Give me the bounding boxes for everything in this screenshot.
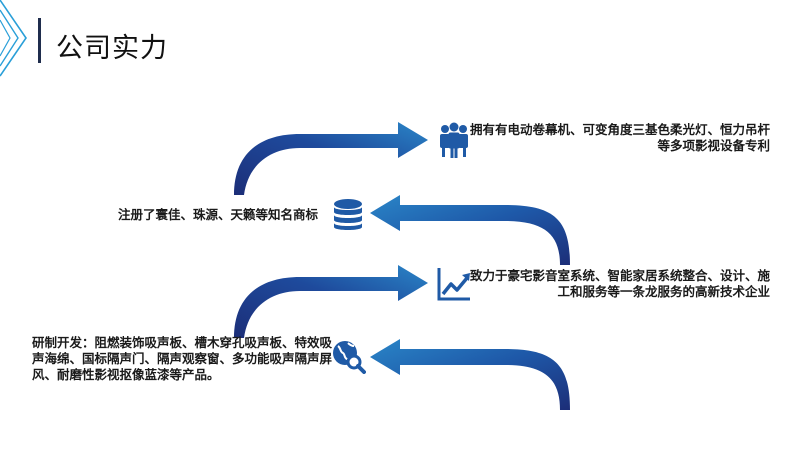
- text-line: 注册了寰佳、珠源、天籁等知名商标: [118, 207, 319, 222]
- text-line: 致力于豪宅影音室系统、智能家居系统整合、设计、施: [470, 268, 771, 283]
- people-icon: [436, 122, 472, 158]
- feature-text-patents: 拥有有电动卷幕机、可变角度三基色柔光灯、恒力吊杆 等多项影视设备专利: [470, 122, 770, 154]
- corner-chevron-decoration: [0, 0, 27, 77]
- text-line: 风、耐磨性影视抠像蓝漆等产品。: [32, 367, 220, 382]
- globe-search-icon: [330, 338, 366, 374]
- title-accent-bar: [38, 18, 41, 63]
- feature-text-products: 研制开发：阻燃装饰吸声板、槽木穿孔吸声板、特效吸 声海绵、国标隔声门、隔声观察窗…: [32, 335, 332, 383]
- arrow-2: [370, 195, 570, 265]
- text-line: 拥有有电动卷幕机、可变角度三基色柔光灯、恒力吊杆: [470, 122, 771, 137]
- feature-text-trademarks: 注册了寰佳、珠源、天籁等知名商标: [118, 207, 328, 223]
- growth-chart-icon: [436, 266, 472, 302]
- database-icon: [330, 197, 366, 233]
- arrow-4: [370, 339, 570, 410]
- text-line: 等多项影视设备专利: [657, 138, 770, 153]
- page-title: 公司实力: [56, 33, 168, 64]
- arrow-3: [234, 265, 428, 338]
- text-line: 声海绵、国标隔声门、隔声观察窗、多功能吸声隔声屏: [32, 351, 333, 366]
- text-line: 研制开发：阻燃装饰吸声板、槽木穿孔吸声板、特效吸: [32, 335, 333, 350]
- text-line: 工和服务等一条龙服务的高新技术企业: [557, 284, 770, 299]
- feature-text-enterprise: 致力于豪宅影音室系统、智能家居系统整合、设计、施 工和服务等一条龙服务的高新技术…: [470, 268, 770, 300]
- arrow-1: [234, 122, 428, 195]
